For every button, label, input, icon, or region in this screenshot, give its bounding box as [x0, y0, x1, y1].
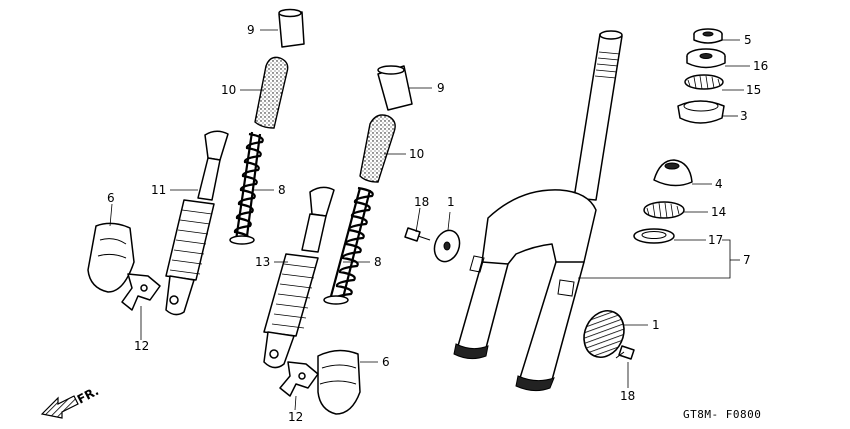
- label-part-6-right: 6: [382, 355, 390, 369]
- label-part-1-bottom: 1: [652, 318, 660, 332]
- label-part-13: 13: [255, 255, 270, 269]
- seal-part-17: [633, 228, 675, 244]
- label-part-7: 7: [743, 253, 751, 267]
- label-part-12-left: 12: [134, 339, 149, 353]
- label-part-3: 3: [740, 109, 748, 123]
- label-part-1-top: 1: [447, 195, 455, 209]
- label-part-10-left: 10: [221, 83, 236, 97]
- label-part-8-left: 8: [278, 183, 286, 197]
- label-part-18-bottom: 18: [620, 389, 635, 403]
- diagram-code: GT8M- F0800: [683, 408, 761, 421]
- label-part-11: 11: [151, 183, 166, 197]
- screw-part-18-top: [404, 227, 431, 242]
- label-part-16: 16: [753, 59, 768, 73]
- race-part-3: [677, 100, 725, 124]
- label-part-8-right: 8: [374, 255, 382, 269]
- label-part-9-right: 9: [437, 81, 445, 95]
- label-part-15: 15: [746, 83, 761, 97]
- fork-bridge-and-legs: [453, 189, 597, 392]
- race-part-4: [653, 159, 693, 187]
- collar-part-9-right: [377, 65, 413, 111]
- fork-cover-part-6-left: [87, 222, 135, 293]
- label-part-12-right: 12: [288, 410, 303, 424]
- screw-part-18-bottom: [615, 345, 635, 360]
- bracket-part-12-left: [121, 273, 161, 311]
- spring-part-8-right: [323, 186, 374, 305]
- race-part-16: [686, 48, 726, 69]
- bearing-part-15: [684, 74, 724, 90]
- label-part-9-left: 9: [247, 23, 255, 37]
- damper-part-11: [165, 130, 229, 316]
- bracket-part-12-right: [279, 361, 319, 397]
- nut-part-5: [693, 28, 723, 44]
- bump-stopper-part-10-left: [254, 56, 289, 129]
- front-direction-arrow-icon: [40, 395, 79, 419]
- label-part-4: 4: [715, 177, 723, 191]
- label-part-5: 5: [744, 33, 752, 47]
- label-part-17: 17: [708, 233, 723, 247]
- front-direction-label: FR.: [75, 384, 101, 407]
- fork-cover-part-6-right: [317, 349, 361, 415]
- bump-stopper-part-10-right: [359, 114, 396, 183]
- spring-part-8-left: [229, 131, 264, 245]
- cap-part-1-top: [433, 229, 461, 263]
- label-part-10-right: 10: [409, 147, 424, 161]
- label-part-18-top: 18: [414, 195, 429, 209]
- bearing-part-14: [643, 201, 685, 219]
- damper-part-13: [263, 186, 335, 369]
- leader-lines: [109, 29, 750, 411]
- collar-part-9-left: [278, 8, 305, 48]
- cap-part-1-bottom: [583, 310, 625, 358]
- label-part-14: 14: [711, 205, 726, 219]
- label-part-6-left: 6: [107, 191, 115, 205]
- fork-steering-stem: [573, 30, 623, 201]
